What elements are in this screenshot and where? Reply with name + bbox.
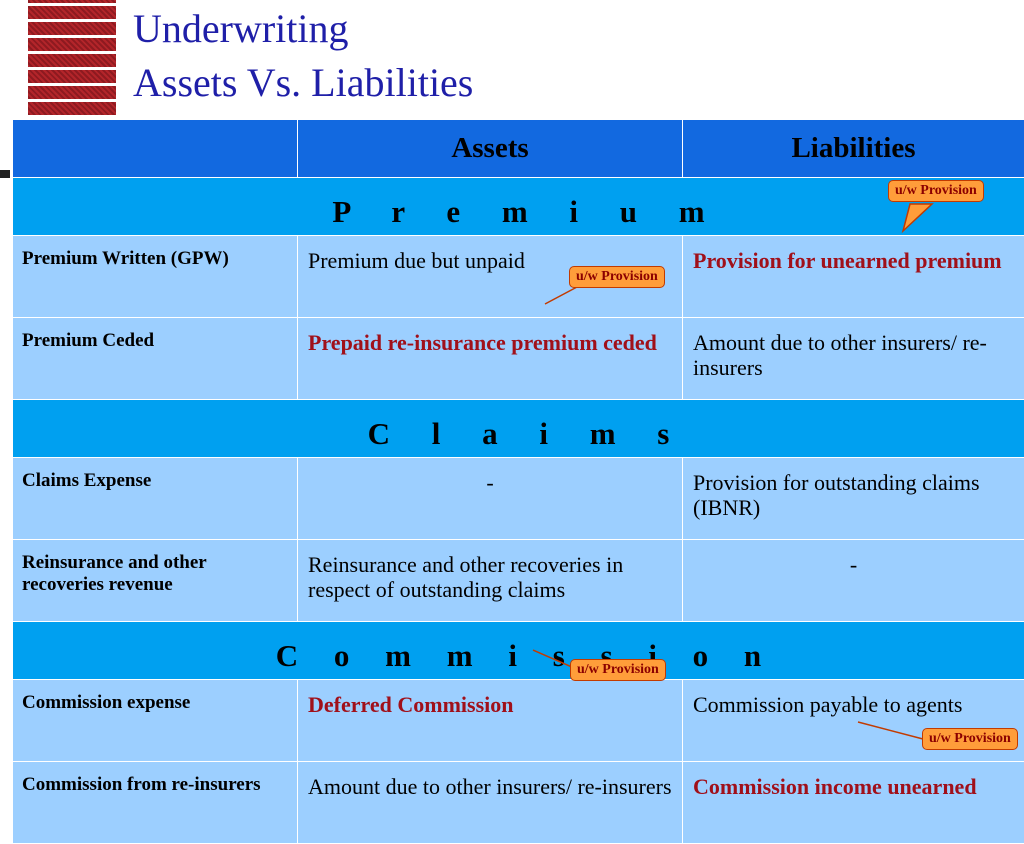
title-line-2: Assets Vs. Liabilities [133,56,473,110]
callout-uw-provision-2: u/w Provision [569,266,665,288]
brick-decoration [28,0,116,118]
table-row: Claims Expense - Provision for outstandi… [13,458,1024,540]
asset-cell: Amount due to other insurers/ re-insurer… [298,762,683,844]
section-commission: C o m m i s s i o n [13,622,1024,674]
table-row: Reinsurance and other recoveries revenue… [13,540,1024,622]
table-row: Premium Ceded Prepaid re-insurance premi… [13,318,1024,400]
header-blank [13,120,298,178]
liability-cell: Provision for outstanding claims (IBNR) [683,458,1024,540]
asset-cell: Reinsurance and other recoveries in resp… [298,540,683,622]
callout-uw-provision-1: u/w Provision [888,180,984,202]
edge-mark [0,170,10,178]
row-label: Commission from re-insurers [13,762,298,844]
row-label: Premium Written (GPW) [13,236,298,318]
section-claims-row: C l a i m s [13,400,1024,458]
section-claims: C l a i m s [13,400,1024,452]
section-premium: P r e m i u m [13,178,1024,230]
header-assets: Assets [298,120,683,178]
table-row: Commission from re-insurers Amount due t… [13,762,1024,844]
liability-cell: Amount due to other insurers/ re-insurer… [683,318,1024,400]
callout-uw-provision-4: u/w Provision [922,728,1018,750]
row-label: Commission expense [13,680,298,762]
asset-cell: - [298,458,683,540]
row-label: Reinsurance and other recoveries revenue [13,540,298,622]
page-title: Underwriting Assets Vs. Liabilities [133,2,473,110]
title-line-1: Underwriting [133,2,473,56]
header-liabilities: Liabilities [683,120,1024,178]
section-premium-row: P r e m i u m [13,178,1024,236]
row-label: Claims Expense [13,458,298,540]
table-row: Commission expense Deferred Commission C… [13,680,1024,762]
assets-liabilities-table: Assets Liabilities P r e m i u m Premium… [12,119,1024,844]
liability-cell: - [683,540,1024,622]
callout-uw-provision-3: u/w Provision [570,659,666,681]
row-label: Premium Ceded [13,318,298,400]
asset-cell: Prepaid re-insurance premium ceded [298,318,683,400]
liability-cell: Provision for unearned premium [683,236,1024,318]
liability-cell: Commission income unearned [683,762,1024,844]
asset-cell: Deferred Commission [298,680,683,762]
table-row: Premium Written (GPW) Premium due but un… [13,236,1024,318]
section-commission-row: C o m m i s s i o n [13,622,1024,680]
table-header-row: Assets Liabilities [13,120,1024,178]
